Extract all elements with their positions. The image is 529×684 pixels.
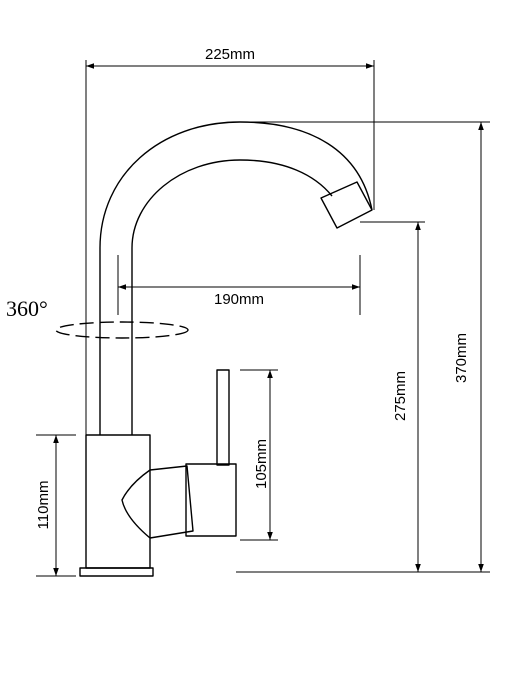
label-handle-height: 105mm (253, 439, 270, 489)
label-overall-width: 225mm (205, 46, 255, 63)
handle-body (185, 463, 237, 537)
faucet-base-body (85, 434, 151, 569)
rotation-ellipse (55, 321, 189, 339)
spout-nozzle (320, 181, 373, 229)
spout-outer-line (99, 121, 373, 435)
label-base-height: 110mm (35, 481, 52, 530)
faucet-outline (79, 121, 373, 577)
mixer-cartridge (121, 465, 194, 539)
label-total-height: 370mm (453, 333, 470, 383)
handle-lever (216, 369, 230, 466)
spout-inner-line (131, 159, 333, 435)
label-rotation: 360° (6, 296, 48, 321)
label-spout-reach: 190mm (214, 291, 264, 308)
label-spout-clearance: 275mm (392, 371, 409, 421)
faucet-base-plate (79, 567, 154, 577)
